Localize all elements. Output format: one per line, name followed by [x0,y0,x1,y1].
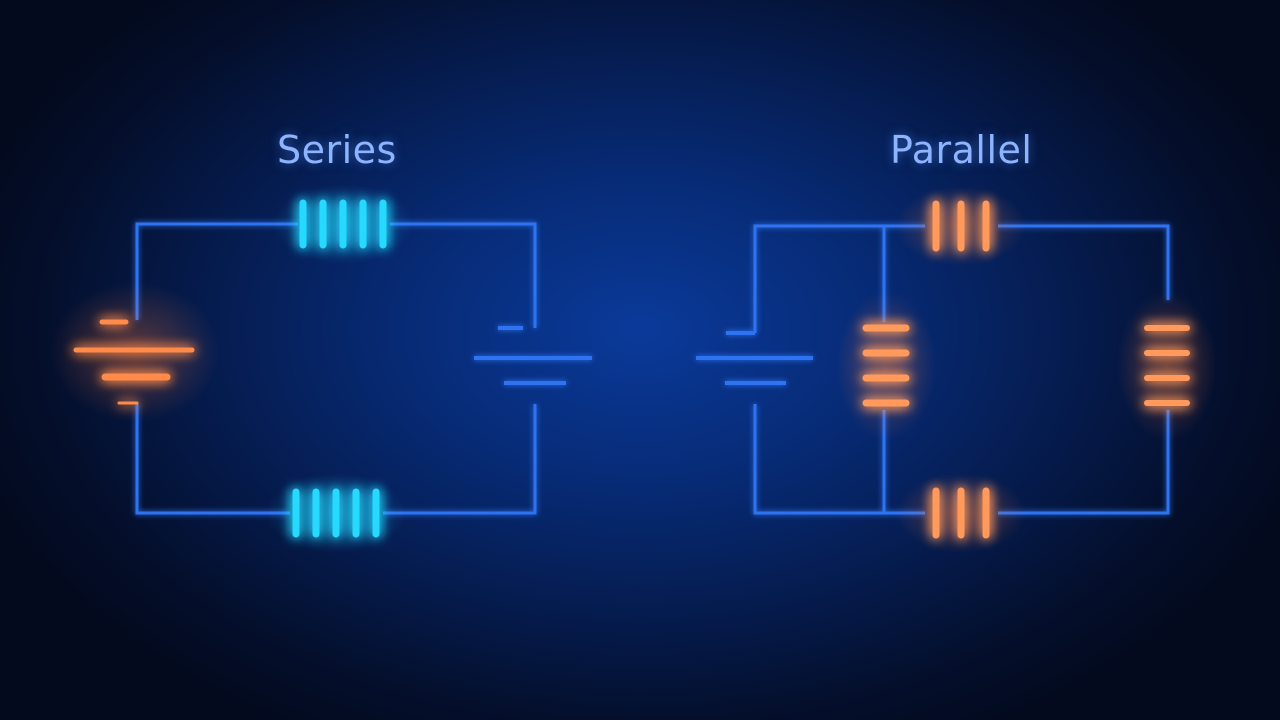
parallel-wire-right-lower [998,410,1170,515]
series-battery-orange-battery-icon [50,282,220,422]
parallel-resistor-bottom-resistor-icon [896,473,1026,553]
parallel-resistor-top-resistor-icon [896,186,1026,266]
series-wire-right-lower [383,404,537,515]
parallel-resistor-middle-resistor-icon [836,291,936,441]
series-circuit [50,184,592,553]
parallel-wires [753,224,1170,515]
parallel-wire-bottom-left [753,404,925,515]
series-wire-top-right [390,222,537,328]
series-resistor-bottom-resistor-icon [266,473,406,553]
series-wire-bottom-left [135,403,290,515]
parallel-wire-top-right [998,224,1170,300]
series-title: Series [277,128,397,172]
series-resistor-top-resistor-icon [273,184,413,264]
series-battery-blue-battery-icon [474,326,592,385]
parallel-circuit [696,186,1217,553]
parallel-title: Parallel [890,128,1033,172]
parallel-battery-blue-battery-icon [696,331,813,385]
parallel-resistor-right-resistor-icon [1117,291,1217,441]
parallel-wire-top-left [753,224,925,333]
